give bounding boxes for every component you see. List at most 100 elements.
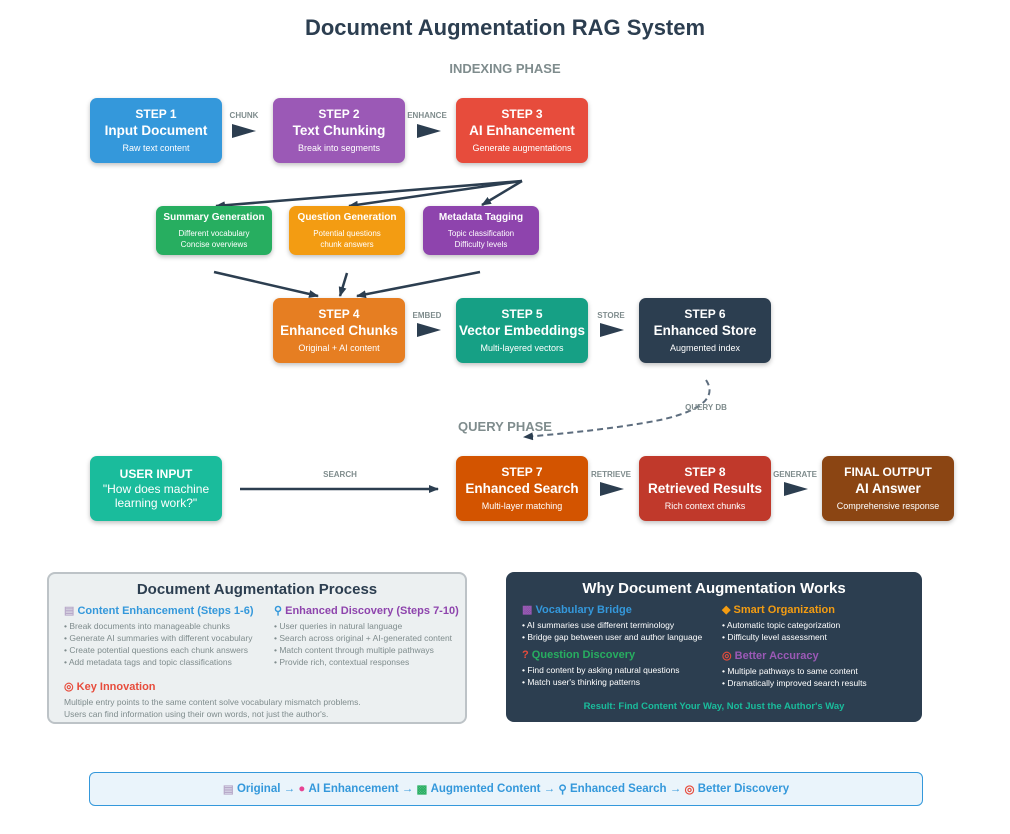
target-icon: ◎ bbox=[684, 784, 695, 796]
question-icon: ? bbox=[522, 649, 529, 661]
step6-enhanced-store[interactable]: STEP 6 Enhanced Store Augmented index bbox=[639, 298, 771, 363]
step1-input-document[interactable]: STEP 1 Input Document Raw text content bbox=[90, 98, 222, 163]
page-title: Document Augmentation RAG System bbox=[304, 15, 706, 40]
flow-arrow: → bbox=[401, 783, 414, 795]
list-item: • Generate AI summaries with different v… bbox=[64, 633, 253, 643]
list-item: • Search across original + AI-generated … bbox=[274, 633, 453, 643]
tag-icon: ◆ bbox=[722, 604, 731, 616]
sub-title: Summary Generation bbox=[163, 212, 265, 223]
step-title: Enhanced Store bbox=[653, 323, 757, 338]
list-item: • Multiple pathways to same content bbox=[722, 666, 858, 676]
arrow-store bbox=[600, 323, 624, 337]
sub-title: Metadata Tagging bbox=[438, 212, 524, 223]
content-enhancement-column: ▤ Content Enhancement (Steps 1-6) • Brea… bbox=[64, 604, 274, 668]
edge-label-generate: GENERATE bbox=[773, 470, 817, 479]
flow-arrow: → bbox=[283, 783, 296, 795]
key-innovation-heading: Key Innovation bbox=[76, 681, 156, 693]
arrow-embed bbox=[417, 323, 441, 337]
step-number: STEP 3 bbox=[501, 107, 543, 121]
result-statement: Result: Find Content Your Way, Not Just … bbox=[583, 701, 845, 712]
step3-ai-enhancement[interactable]: STEP 3 AI Enhancement Generate augmentat… bbox=[456, 98, 588, 163]
edge-label-retrieve: RETRIEVE bbox=[590, 470, 631, 479]
step-number: USER INPUT bbox=[119, 467, 193, 481]
step-desc: Comprehensive response bbox=[836, 501, 940, 511]
step-number: STEP 2 bbox=[318, 107, 360, 121]
step7-enhanced-search[interactable]: STEP 7 Enhanced Search Multi-layer match… bbox=[456, 456, 588, 521]
flow-item: Augmented Content bbox=[430, 783, 541, 795]
step8-retrieved-results[interactable]: STEP 8 Retrieved Results Rich context ch… bbox=[639, 456, 771, 521]
sub-desc-line: Different vocabulary bbox=[178, 229, 250, 238]
arrow-to-question bbox=[348, 179, 523, 209]
sub-title: Question Generation bbox=[297, 212, 397, 223]
why-panel: Why Document Augmentation Works ▩ Vocabu… bbox=[506, 572, 922, 722]
step-desc: Raw text content bbox=[122, 143, 190, 153]
better-accuracy-section: ◎ Better Accuracy • Multiple pathways to… bbox=[722, 649, 917, 689]
step-number: STEP 8 bbox=[684, 465, 726, 479]
section-heading: Better Accuracy bbox=[734, 650, 819, 662]
list-item: • Automatic topic categorization bbox=[722, 620, 841, 630]
step-desc: Augmented index bbox=[669, 343, 741, 353]
innovation-text: Multiple entry points to the same conten… bbox=[64, 697, 361, 707]
arrow-to-summary bbox=[215, 179, 523, 210]
step-title: Text Chunking bbox=[292, 123, 386, 138]
target-icon: ◎ bbox=[64, 681, 74, 693]
step-title: Input Document bbox=[104, 123, 208, 138]
arrow-enhance bbox=[417, 124, 441, 138]
arrow-question-to-chunks bbox=[338, 272, 349, 297]
document-icon: ▤ bbox=[222, 784, 234, 796]
brain-icon: ● bbox=[298, 783, 306, 795]
arrow-generate bbox=[784, 482, 808, 496]
list-item: • Provide rich, contextual responses bbox=[274, 657, 410, 667]
flow-item: Enhanced Search bbox=[570, 783, 667, 795]
edge-label-store: STORE bbox=[597, 311, 625, 320]
step-title: Retrieved Results bbox=[647, 481, 763, 496]
edge-label-embed: EMBED bbox=[412, 311, 442, 320]
sub-desc: Potential questions chunk answers bbox=[313, 228, 381, 250]
sub-desc-line: Topic classification bbox=[447, 229, 515, 238]
step-desc: Break into segments bbox=[297, 143, 381, 153]
user-query-line: "How does machine bbox=[102, 482, 210, 496]
step-title: Enhanced Chunks bbox=[280, 323, 398, 338]
step-desc: Rich context chunks bbox=[664, 501, 746, 511]
list-item: • Break documents into manageable chunks bbox=[64, 621, 230, 631]
section-heading: Vocabulary Bridge bbox=[535, 604, 632, 616]
step2-text-chunking[interactable]: STEP 2 Text Chunking Break into segments bbox=[273, 98, 405, 163]
step-title: Vector Embeddings bbox=[458, 323, 586, 338]
step-number: STEP 5 bbox=[501, 307, 543, 321]
query-phase-label: QUERY PHASE bbox=[458, 419, 552, 434]
sub-desc-line: Difficulty levels bbox=[454, 240, 508, 249]
step5-vector-embeddings[interactable]: STEP 5 Vector Embeddings Multi-layered v… bbox=[456, 298, 588, 363]
why-panel-title: Why Document Augmentation Works bbox=[582, 580, 846, 597]
process-panel-title: Document Augmentation Process bbox=[136, 581, 378, 598]
question-generation-box[interactable]: Question Generation Potential questions c… bbox=[289, 206, 405, 255]
user-input-box[interactable]: USER INPUT "How does machine learning wo… bbox=[90, 456, 222, 521]
final-output-box[interactable]: FINAL OUTPUT AI Answer Comprehensive res… bbox=[822, 456, 954, 521]
enhanced-discovery-heading: Enhanced Discovery (Steps 7-10) bbox=[285, 605, 459, 617]
content-enhancement-heading: Content Enhancement (Steps 1-6) bbox=[77, 605, 254, 617]
list-item: • Match user's thinking patterns bbox=[522, 677, 640, 687]
section-heading: Question Discovery bbox=[531, 649, 636, 661]
magnifier-icon: ⚲ bbox=[274, 605, 283, 617]
sub-desc-line: chunk answers bbox=[320, 240, 374, 249]
step4-enhanced-chunks[interactable]: STEP 4 Enhanced Chunks Original + AI con… bbox=[273, 298, 405, 363]
step-desc: Generate augmentations bbox=[472, 143, 572, 153]
step-title: Enhanced Search bbox=[465, 481, 579, 496]
step-desc: Multi-layer matching bbox=[481, 501, 563, 511]
summary-flow-bar: ▤ Original → ● AI Enhancement → ▩ Augmen… bbox=[89, 772, 923, 806]
section-heading: Smart Organization bbox=[733, 604, 835, 616]
key-innovation-section: ◎ Key Innovation Multiple entry points t… bbox=[64, 680, 464, 720]
flow-item: Better Discovery bbox=[697, 783, 790, 795]
edge-label-query-db: QUERY DB bbox=[685, 403, 727, 412]
smart-organization-section: ◆ Smart Organization • Automatic topic c… bbox=[722, 603, 917, 643]
step-number: FINAL OUTPUT bbox=[844, 465, 932, 479]
arrow-retrieve bbox=[600, 482, 624, 496]
step-title: AI Answer bbox=[855, 481, 921, 496]
list-item: • Find content by asking natural questio… bbox=[522, 665, 680, 675]
step-title: AI Enhancement bbox=[469, 123, 575, 138]
sub-desc-line: Potential questions bbox=[313, 229, 381, 238]
books-icon: ▩ bbox=[522, 604, 533, 616]
